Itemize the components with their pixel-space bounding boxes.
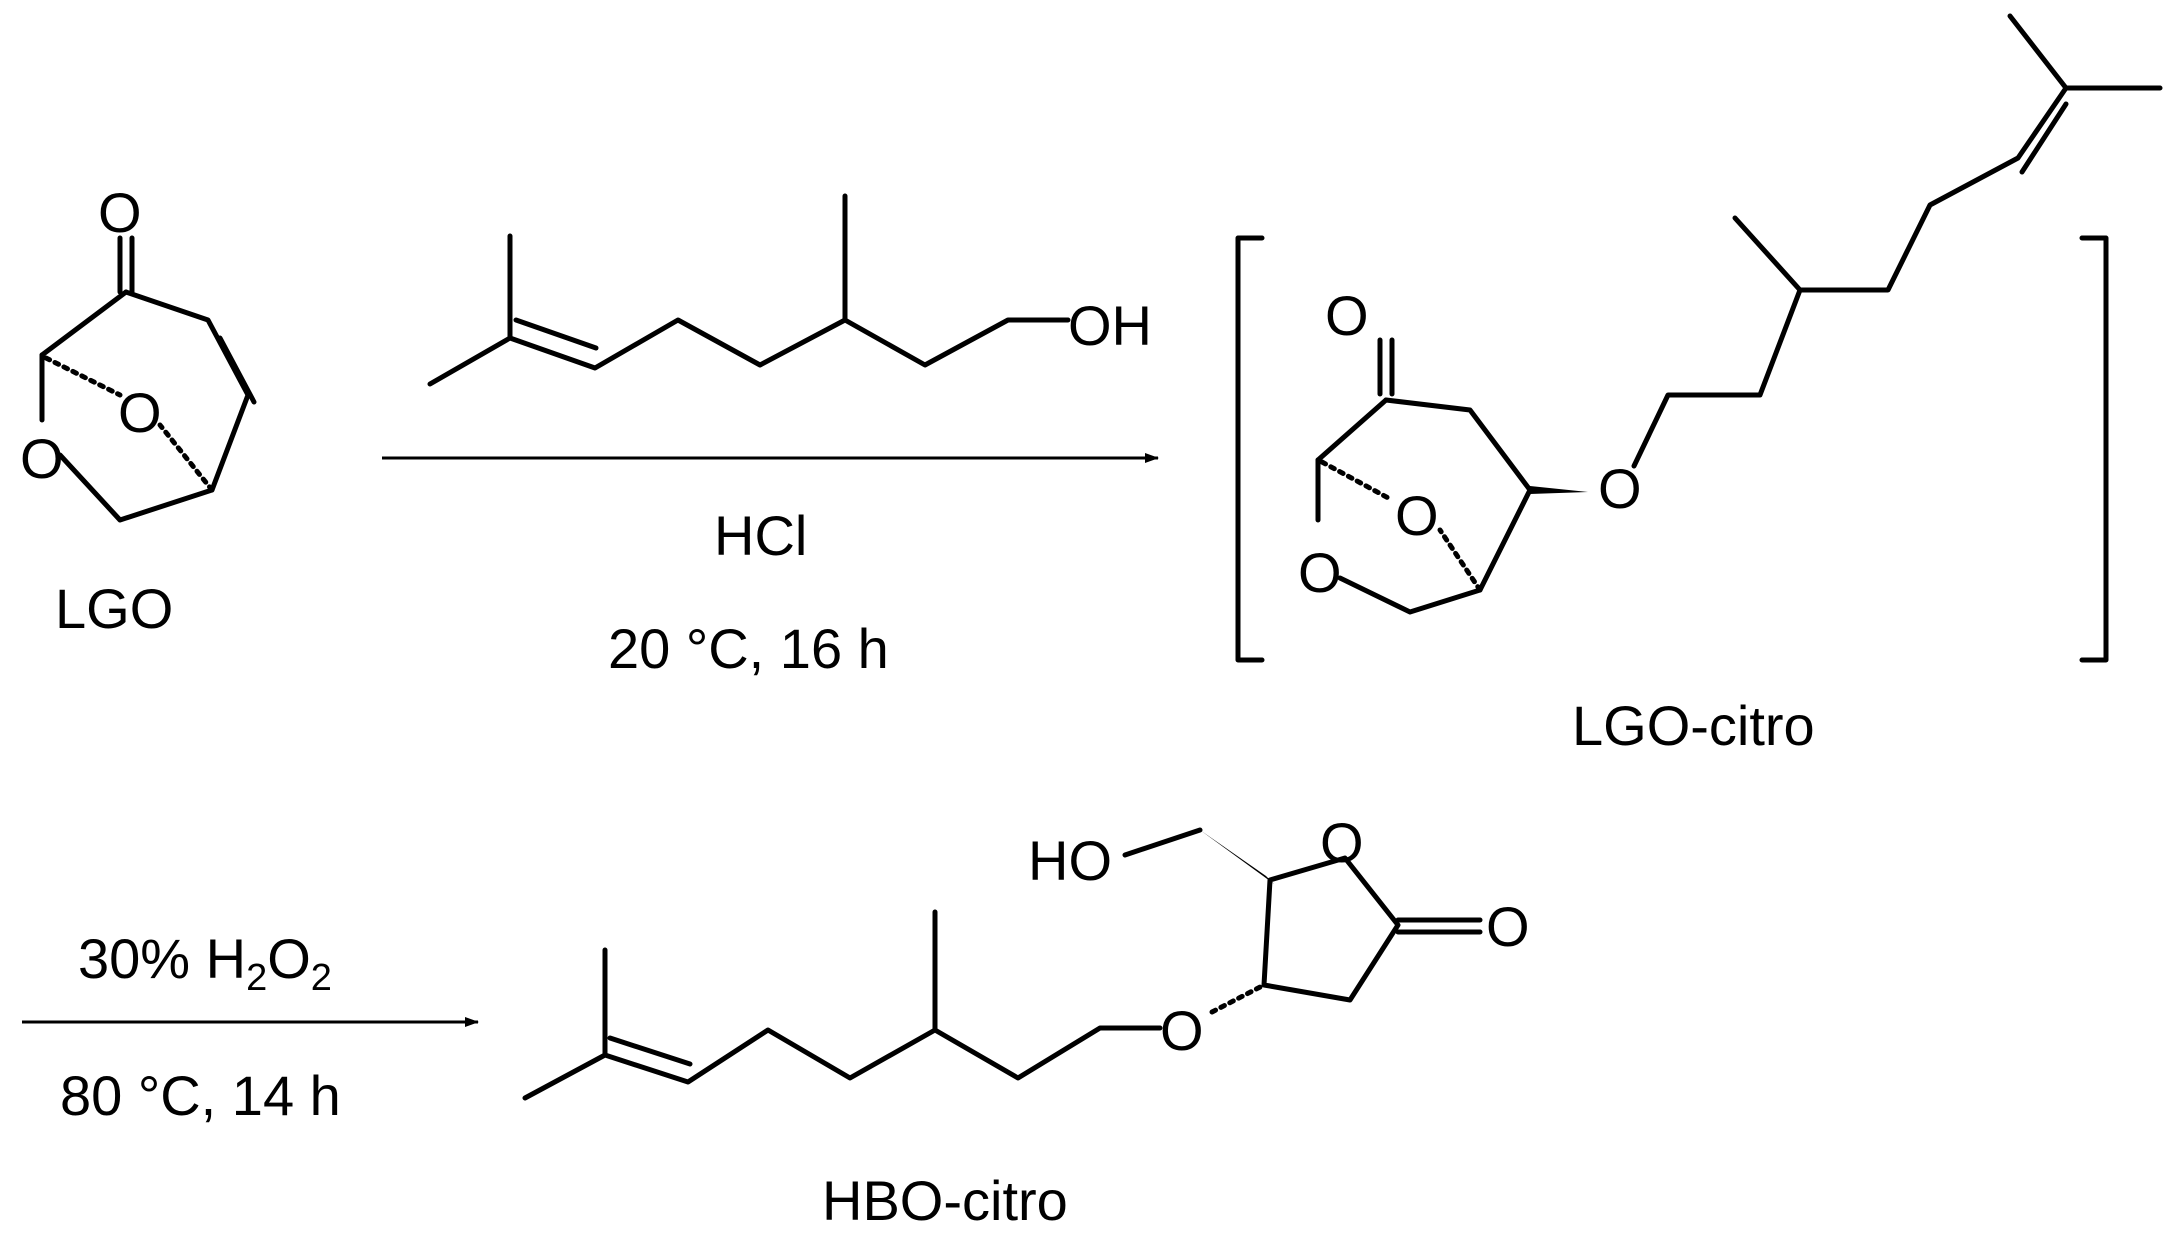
citronellol-chain (427, 317, 1071, 387)
hbo-citro-alkene-inner (607, 1035, 693, 1067)
citronellol-alkene-inner (513, 317, 599, 351)
hbo-citro-wedge (1200, 830, 1274, 884)
hbo-citro-hydroxyl: HO (1028, 829, 1112, 892)
step2-reagent-prefix: 30% H (78, 927, 246, 990)
hbo-citro-ring-oxygen: O (1320, 811, 1364, 874)
left-bracket (1235, 235, 1265, 663)
lgo-citro-gem-methyl (2007, 13, 2069, 91)
lgo-citro-ring (1337, 397, 1533, 615)
lgo-citro-ether-oxygen: O (1598, 457, 1642, 520)
lgo-alkene-inner (217, 335, 257, 405)
step1-reagent: HCl (714, 504, 807, 567)
step2-reagent: 30% H2O2 (78, 927, 332, 999)
lgo-citro-label: LGO-citro (1572, 694, 1815, 757)
hbo-citro-ether-oxygen: O (1160, 999, 1204, 1062)
lgo-label: LGO (55, 577, 173, 640)
citronellol-hydroxyl: OH (1068, 294, 1152, 357)
hbo-citro-lactone-ring (1261, 855, 1401, 1003)
lgo-citro-bridge-oxygen: O (1395, 484, 1439, 547)
hbo-citro-chain (522, 1025, 1163, 1101)
lgo-citro-branch-methyl (1732, 215, 1803, 293)
hbo-citro-carbonyl-oxygen: O (1486, 895, 1530, 958)
lgo-bridge-oxygen: O (118, 381, 162, 444)
lgo-bridge-hash-1 (43, 355, 123, 398)
lgo-citro-hash-1 (1319, 459, 1395, 503)
lgo-structure: O O O (20, 181, 257, 523)
lgo-citro-structure: O O O O (1298, 13, 2163, 615)
step2-reagent-sub1: 2 (246, 957, 267, 999)
step2-conditions: 80 °C, 14 h (60, 1064, 341, 1127)
hbo-citro-hash-ether (1209, 982, 1267, 1015)
lgo-bond-c1-c2 (39, 289, 129, 358)
lgo-citro-side-chain (1631, 85, 2163, 469)
step2-reagent-mid: O (267, 927, 311, 990)
lgo-citro-brackets (1235, 235, 2109, 663)
lgo-citro-carbonyl-oxygen: O (1325, 284, 1369, 347)
lgo-bridge-hash-2 (157, 422, 215, 493)
lgo-citro-hash-2 (1437, 527, 1483, 593)
step1-conditions: 20 °C, 16 h (608, 617, 889, 680)
right-bracket (2079, 235, 2109, 663)
lgo-citro-ring-oxygen: O (1298, 541, 1342, 604)
lgo-carbonyl-oxygen: O (98, 181, 142, 244)
lgo-ring-backbone (57, 289, 251, 523)
lgo-citro-alkene-inner (2019, 101, 2069, 175)
citronellol-structure: OH (427, 193, 1152, 387)
lgo-citro-wedge (1530, 486, 1588, 494)
step2-reagent-sub2: 2 (311, 957, 332, 999)
hbo-citro-structure: HO O O O (522, 811, 1530, 1101)
hbo-citro-label: HBO-citro (822, 1169, 1068, 1232)
hbo-citro-ch2oh (1122, 827, 1203, 858)
lgo-citro-bond-c1 (1315, 397, 1389, 463)
lgo-ring-oxygen: O (20, 427, 64, 490)
